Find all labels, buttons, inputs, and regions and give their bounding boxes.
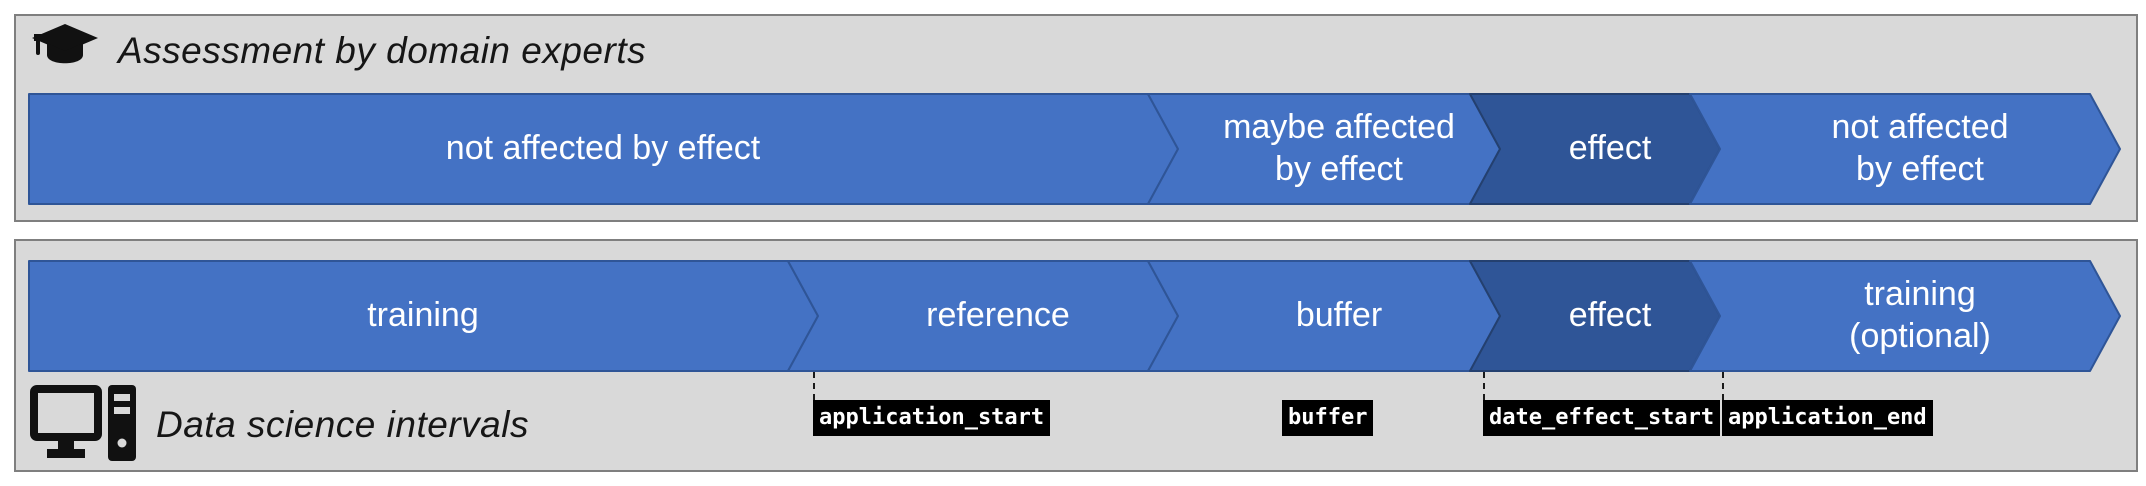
marker-label-application-start: application_start <box>813 400 1051 436</box>
timeline-segment-training <box>28 260 819 372</box>
timeline-segment-maybe-affected <box>1147 93 1501 205</box>
marker-dashed-line-date-effect-start <box>1483 372 1485 400</box>
intervals-panel-title: Data science intervals <box>156 404 529 445</box>
timeline-segment-effect <box>1469 260 1721 372</box>
experts-panel: Assessment by domain experts not affecte… <box>14 14 2138 222</box>
marker-label-buffer: buffer <box>1282 400 1374 436</box>
timeline-segment-not-affected-1 <box>28 93 1179 205</box>
timeline-segment-buffer <box>1147 260 1501 372</box>
marker-dashed-line-application-end <box>1722 372 1724 400</box>
timeline-segment-not-affected-2 <box>1689 93 2121 205</box>
experts-timeline-bar: not affected by effect maybe affected by… <box>28 93 2124 205</box>
experts-panel-title: Assessment by domain experts <box>118 30 647 71</box>
timeline-segment-reference <box>787 260 1179 372</box>
intervals-panel-footer: Data science intervals <box>30 383 529 467</box>
desktop-computer-icon <box>30 383 138 467</box>
experts-panel-header: Assessment by domain experts <box>30 22 646 80</box>
marker-dashed-line-application-start <box>813 372 815 400</box>
graduation-cap-icon <box>30 22 100 80</box>
intervals-timeline-bar: training reference buffer effect trainin… <box>28 260 2124 372</box>
timeline-segment-effect <box>1469 93 1721 205</box>
timeline-segment-training-optional <box>1689 260 2121 372</box>
marker-label-application-end: application_end <box>1722 400 1933 436</box>
intervals-panel: training reference buffer effect trainin… <box>14 239 2138 472</box>
marker-label-date-effect-start: date_effect_start <box>1483 400 1721 436</box>
